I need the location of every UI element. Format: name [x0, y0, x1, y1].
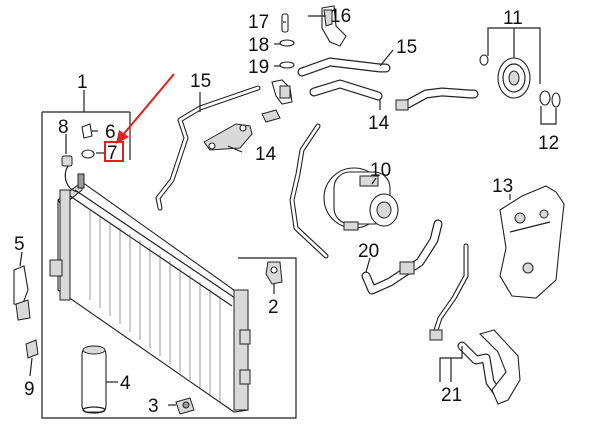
callout-8: 8 [58, 117, 69, 138]
callout-15-left: 15 [190, 71, 211, 92]
small-connector [261, 109, 281, 123]
suction-hose-upper [297, 57, 391, 77]
discharge-pipe [289, 123, 329, 259]
mount-bracket [13, 265, 31, 321]
callout-1: 1 [77, 72, 88, 93]
hose-bracket-middle [203, 123, 253, 151]
callout-13: 13 [492, 176, 513, 197]
clip [175, 397, 195, 415]
condenser-assembly-frame [41, 90, 297, 419]
suction-hose-lower [309, 79, 383, 101]
callout-18: 18 [248, 35, 269, 56]
callout-7: 7 [107, 143, 118, 164]
callout-10: 10 [370, 160, 391, 181]
leader-lines [19, 15, 557, 406]
o-ring-19 [279, 61, 295, 69]
callout-3: 3 [148, 396, 159, 417]
condenser-inlet-fitting [61, 155, 85, 193]
shim-12b [551, 92, 561, 108]
compressor-bracket [499, 185, 565, 299]
callout-4: 4 [120, 373, 131, 394]
highlight-box [104, 141, 124, 162]
callout-12: 12 [538, 133, 559, 154]
hose-right [395, 87, 479, 111]
mounting-bracket-16 [321, 5, 347, 47]
callout-19: 19 [248, 57, 269, 78]
compressor-hose [361, 219, 443, 295]
callout-20: 20 [358, 241, 379, 262]
callout-11: 11 [503, 8, 523, 29]
receiver-drier [81, 345, 107, 414]
pressure-pipe [429, 243, 521, 405]
callout-14-middle: 14 [255, 144, 277, 165]
shim-12a [539, 90, 551, 106]
o-ring-18 [279, 39, 295, 47]
service-fitting [271, 79, 293, 105]
valve-core [281, 13, 289, 33]
callout-6: 6 [105, 122, 116, 143]
callout-21: 21 [441, 385, 462, 406]
condenser [49, 181, 251, 413]
callout-2: 2 [268, 297, 279, 318]
callout-17: 17 [248, 12, 269, 33]
callout-9: 9 [24, 379, 35, 400]
callout-15-right: 15 [396, 37, 417, 58]
bracket [265, 261, 283, 285]
o-ring-8 [81, 123, 93, 139]
o-ring-6 [81, 149, 95, 159]
callout-14-right: 14 [368, 113, 390, 134]
bolt [25, 339, 39, 359]
highlight-arrow [116, 73, 175, 144]
callout-5: 5 [14, 234, 25, 255]
ac-compressor [323, 167, 399, 231]
compressor-clutch [479, 54, 531, 99]
callout-16: 16 [330, 6, 351, 27]
